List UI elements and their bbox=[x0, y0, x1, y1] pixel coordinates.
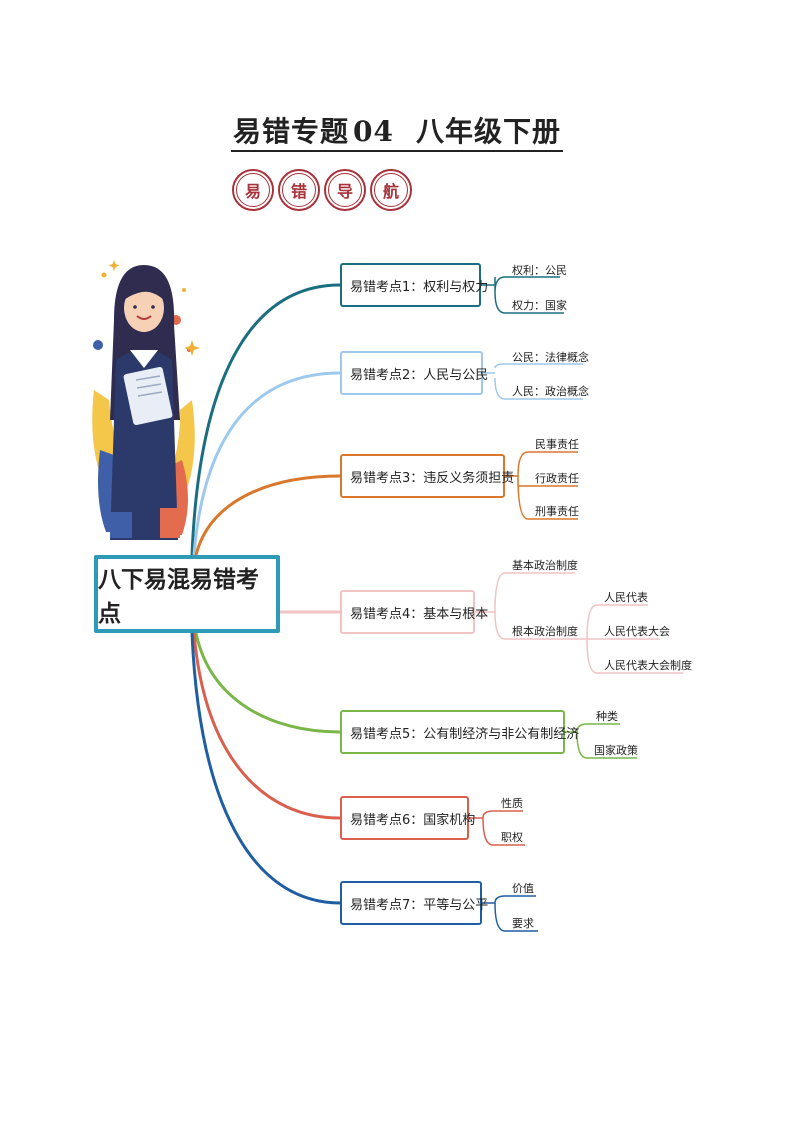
connector-topic3 bbox=[194, 474, 341, 556]
nav-badge: 易 bbox=[232, 169, 274, 211]
leaf-3-1: 民事责任 bbox=[535, 438, 579, 451]
leaf-5-1: 种类 bbox=[596, 710, 618, 723]
topic-1: 易错考点1：权利与权力 bbox=[340, 263, 488, 307]
title-grade: 八年级下册 bbox=[415, 115, 561, 148]
topic-3: 易错考点3：违反义务须担责 bbox=[340, 454, 514, 498]
title-number: 04 bbox=[353, 115, 394, 148]
girl-reading-book-illustration bbox=[92, 260, 200, 540]
subleaf-4-2-3: 人民代表大会制度 bbox=[604, 659, 692, 672]
subleaf-4-2-2: 人民代表大会 bbox=[604, 625, 670, 638]
nav-badge: 航 bbox=[370, 169, 412, 211]
leaf-2-2: 人民：政治概念 bbox=[512, 385, 589, 398]
leaf-2-1: 公民：法律概念 bbox=[512, 351, 589, 364]
nav-badges: 易 错 导 航 bbox=[232, 169, 412, 211]
topic-2: 易错考点2：人民与公民 bbox=[340, 351, 488, 395]
nav-badge: 错 bbox=[278, 169, 320, 211]
topic-7: 易错考点7：平等与公平 bbox=[340, 881, 488, 925]
leaf-6-2: 职权 bbox=[501, 831, 523, 844]
leaf-3-3: 刑事责任 bbox=[535, 505, 579, 518]
connector-topic1 bbox=[190, 283, 341, 556]
mindmap-root: 八下易混易错考点 bbox=[94, 555, 280, 633]
title-main: 易错专题 bbox=[233, 115, 350, 148]
connector-topic2 bbox=[192, 371, 341, 556]
connector-topic6 bbox=[192, 632, 341, 820]
leaf-4-2: 根本政治制度 bbox=[512, 625, 578, 638]
leaf-4-1: 基本政治制度 bbox=[512, 559, 578, 572]
leaf-1-1: 权利：公民 bbox=[512, 264, 567, 277]
topic-6: 易错考点6：国家机构 bbox=[340, 796, 475, 840]
leaf-7-2: 要求 bbox=[512, 917, 534, 930]
connector-topic7 bbox=[190, 632, 341, 905]
leaf-5-2: 国家政策 bbox=[594, 744, 638, 757]
nav-badge: 导 bbox=[324, 169, 366, 211]
leaf-7-1: 价值 bbox=[512, 882, 534, 895]
connector-topic5 bbox=[194, 632, 341, 734]
topic-5: 易错考点5：公有制经济与非公有制经济 bbox=[340, 710, 579, 754]
leaf-6-1: 性质 bbox=[501, 797, 523, 810]
leaf-1-2: 权力：国家 bbox=[512, 299, 567, 312]
leaf-3-2: 行政责任 bbox=[535, 472, 579, 485]
topic-4: 易错考点4：基本与根本 bbox=[340, 590, 488, 634]
subleaf-4-2-1: 人民代表 bbox=[604, 591, 648, 604]
